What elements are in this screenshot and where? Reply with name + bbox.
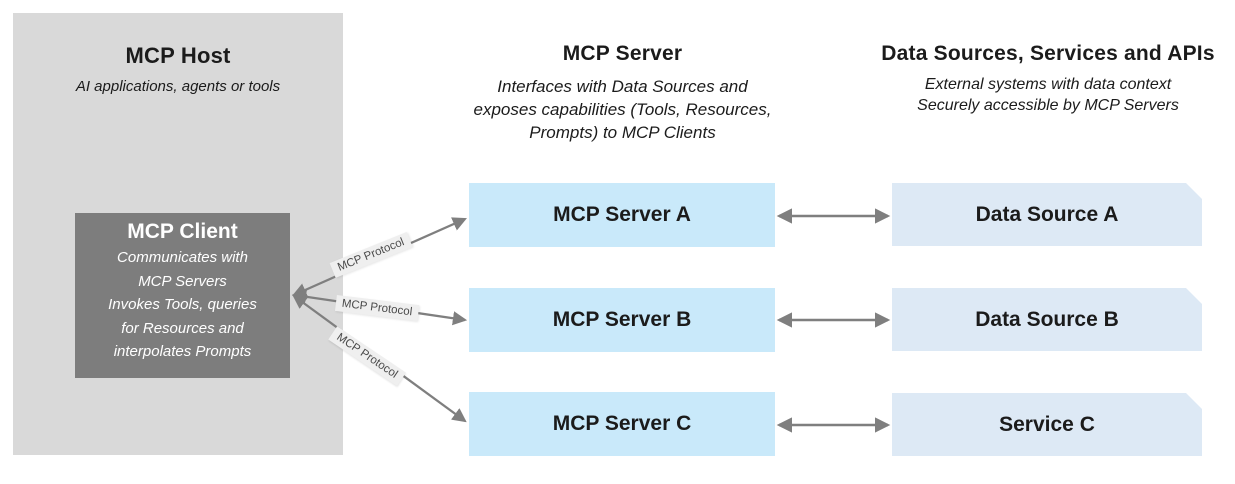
mcp-host-subtitle: AI applications, agents or tools bbox=[75, 78, 281, 95]
mcp-host-header: MCP Host AI applications, agents or tool… bbox=[13, 43, 343, 95]
mcp-client-title: MCP Client bbox=[127, 220, 238, 243]
mcp-client-desc-line: Communicates with bbox=[117, 249, 248, 266]
mcp-server-c-node: MCP Server C bbox=[469, 392, 775, 456]
service-c-node: Service C bbox=[892, 393, 1202, 456]
subtitle-line: exposes capabilities (Tools, Resources, bbox=[473, 100, 772, 119]
subtitle-line: Prompts) to MCP Clients bbox=[529, 123, 716, 142]
mcp-client-desc-line: MCP Servers bbox=[138, 272, 227, 290]
mcp-protocol-label: MCP Protocol bbox=[334, 295, 420, 321]
mcp-server-b-node: MCP Server B bbox=[469, 288, 775, 352]
mcp-server-a-node: MCP Server A bbox=[469, 183, 775, 247]
mcp-server-column-header: MCP Server Interfaces with Data Sources … bbox=[445, 42, 800, 144]
subtitle-line: Interfaces with Data Sources and bbox=[497, 77, 748, 96]
mcp-client-node: MCP Client Communicates with MCP Servers… bbox=[75, 213, 290, 378]
data-source-b-node: Data Source B bbox=[892, 288, 1202, 351]
data-sources-column-subtitle: External systems with data context Secur… bbox=[868, 74, 1228, 116]
mcp-client-desc-line: interpolates Prompts bbox=[113, 343, 252, 360]
data-sources-column-header: Data Sources, Services and APIs External… bbox=[868, 42, 1228, 116]
mcp-host-title: MCP Host bbox=[125, 43, 231, 68]
mcp-client-desc-line: for Resources and bbox=[121, 319, 244, 337]
subtitle-line: External systems with data context bbox=[924, 76, 1172, 93]
mcp-client-desc-line: Invokes Tools, queries bbox=[108, 296, 257, 313]
data-source-a-node: Data Source A bbox=[892, 183, 1202, 246]
data-sources-column-title: Data Sources, Services and APIs bbox=[881, 42, 1215, 65]
mcp-client-description: Communicates with MCP Servers Invokes To… bbox=[75, 246, 290, 364]
mcp-server-column-title: MCP Server bbox=[562, 42, 683, 65]
mcp-host-panel: MCP Host AI applications, agents or tool… bbox=[13, 13, 343, 455]
subtitle-line: Securely accessible by MCP Servers bbox=[917, 97, 1179, 114]
mcp-server-column-subtitle: Interfaces with Data Sources and exposes… bbox=[445, 75, 800, 144]
